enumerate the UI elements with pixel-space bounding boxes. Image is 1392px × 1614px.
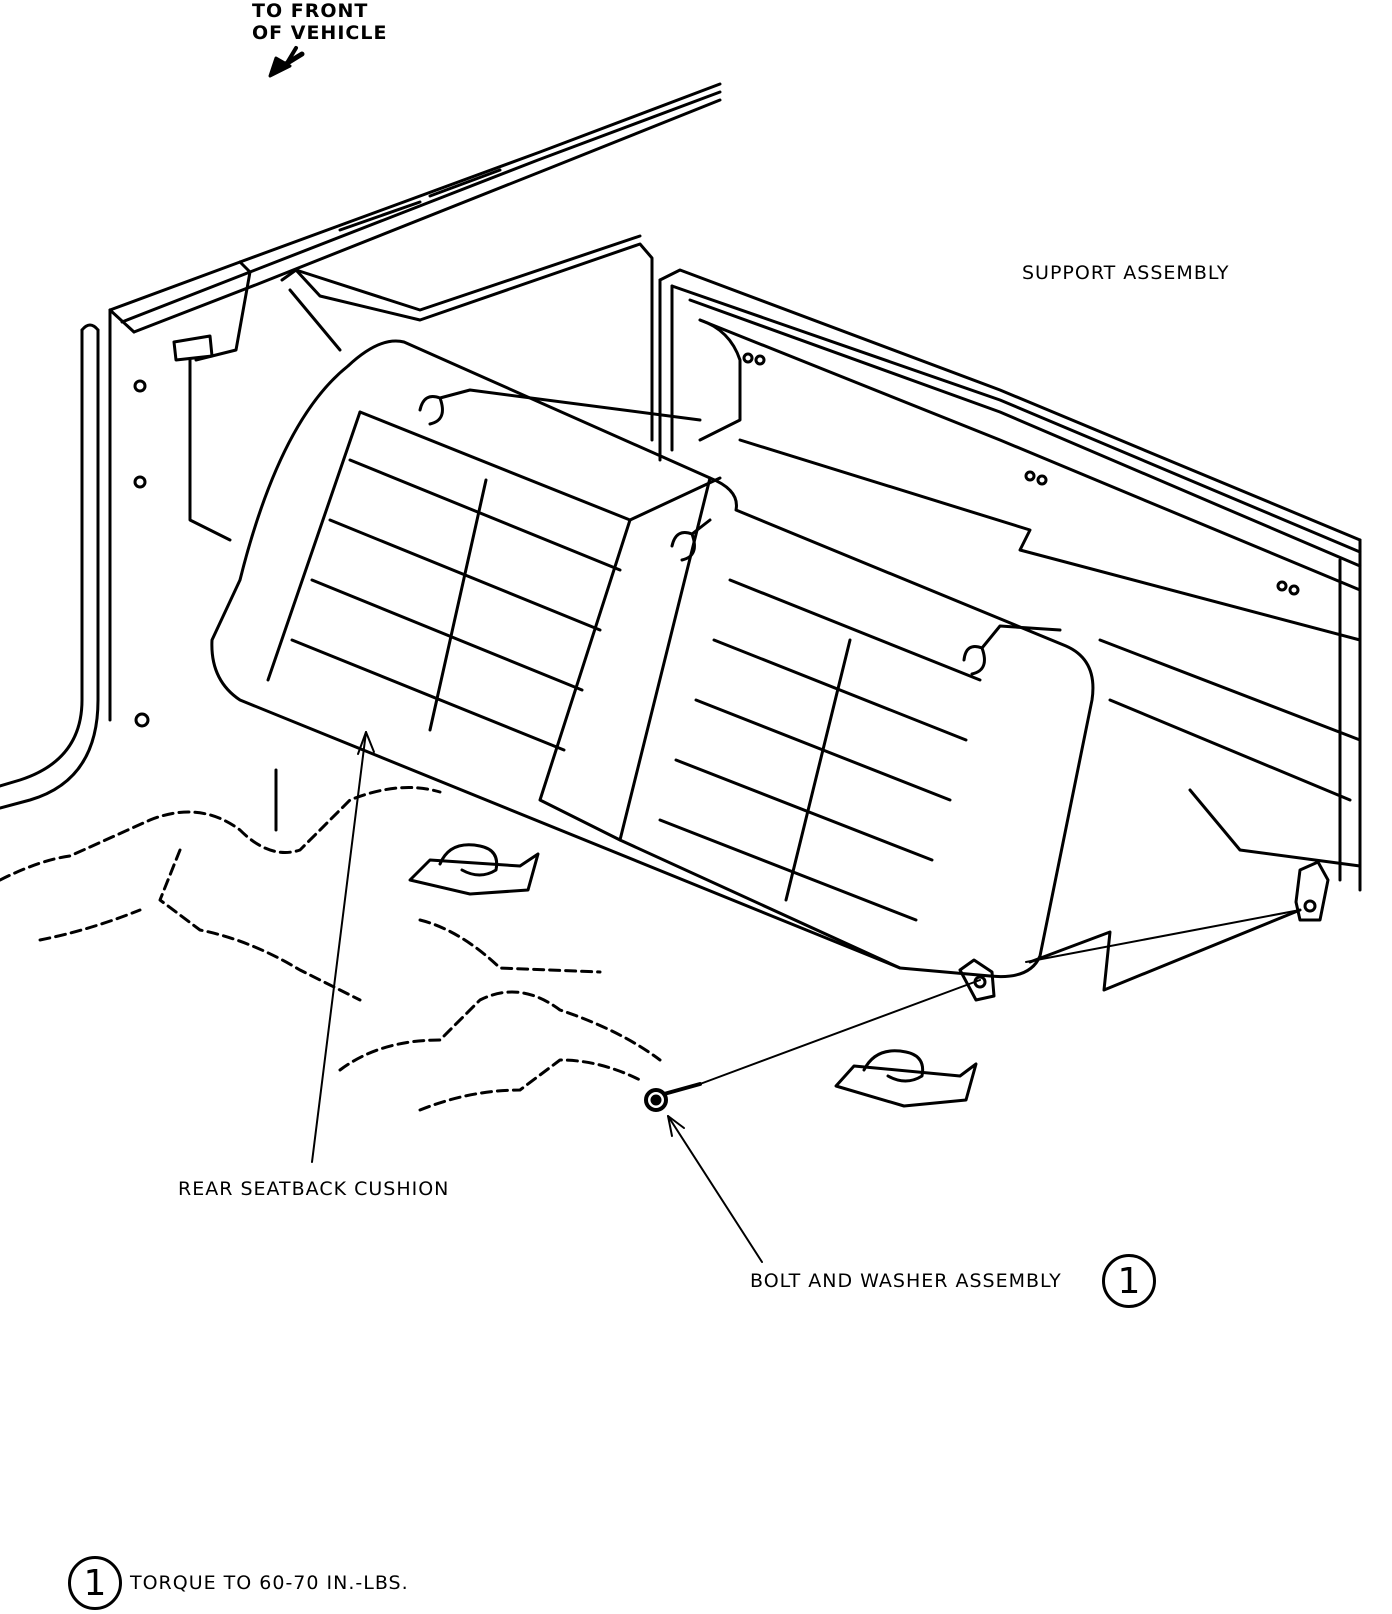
- left-trim-panel: [280, 234, 654, 442]
- floor-clip-left-icon: [408, 843, 540, 896]
- support-assembly-label: SUPPORT ASSEMBLY: [1022, 262, 1230, 284]
- floor-carpet: [0, 786, 662, 1112]
- bolt-and-washer-icon: [644, 1082, 702, 1112]
- left-quarter-pillar: [0, 260, 278, 832]
- floor-edge: [1028, 908, 1302, 992]
- rear-seatback-cushion-label: REAR SEATBACK CUSHION: [178, 1178, 450, 1200]
- bolt-callout-badge: 1: [1102, 1254, 1156, 1308]
- front-direction-arrow-icon: [268, 46, 305, 78]
- floor-clip-right-icon: [834, 1049, 978, 1108]
- torque-note-badge: 1: [68, 1556, 122, 1610]
- front-direction-label-line2: OF VEHICLE: [252, 22, 388, 44]
- support-assembly-frame: [658, 268, 1362, 892]
- bolt-and-washer-label: BOLT AND WASHER ASSEMBLY: [750, 1270, 1062, 1292]
- right-floor-bracket: [1294, 860, 1330, 922]
- leader-lines: [311, 731, 1301, 1263]
- upper-body-rail: [108, 82, 722, 334]
- rear-seatback-cushion: [210, 339, 1095, 1002]
- front-direction-label-line1: TO FRONT: [252, 0, 369, 22]
- torque-note-text: TORQUE TO 60-70 IN.-LBS.: [130, 1572, 409, 1594]
